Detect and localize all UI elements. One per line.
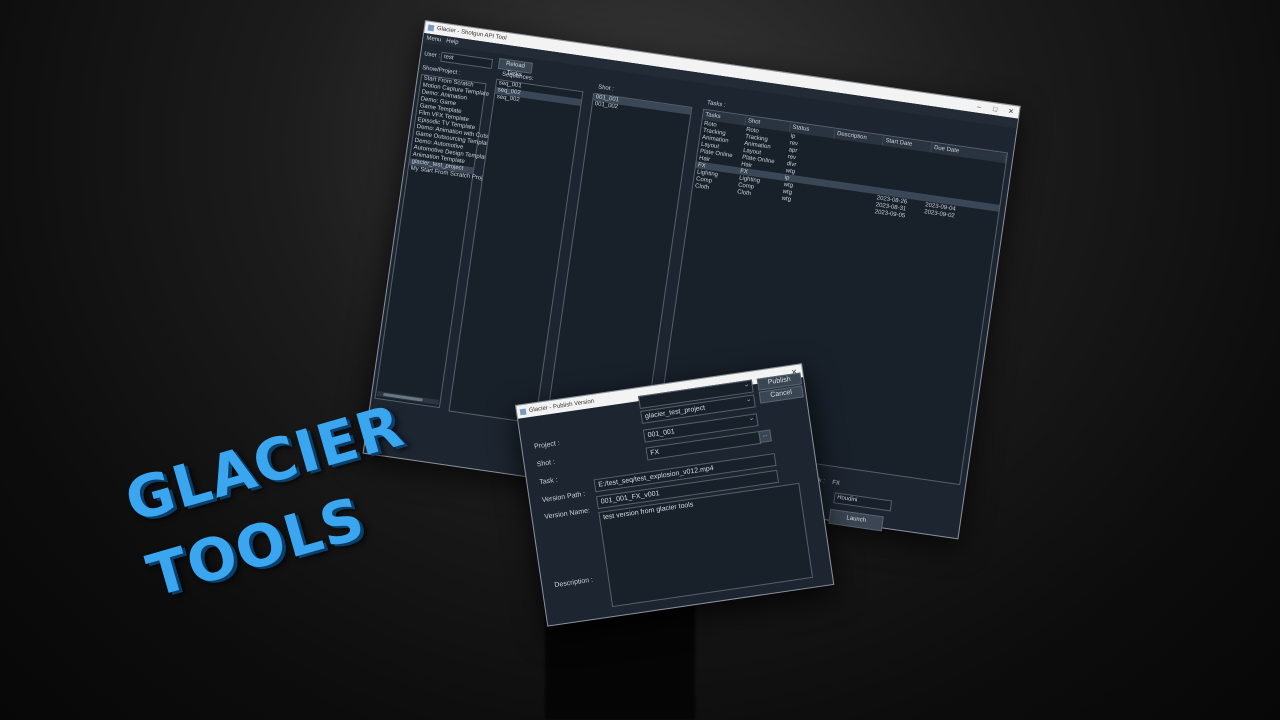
version-name-label: Version Name: <box>544 507 591 521</box>
launch-button[interactable]: Launch <box>828 508 884 532</box>
publish-dialog: Glacier - Publish Version ✕ Publish Canc… <box>515 363 835 627</box>
tasks-label: Tasks : <box>706 100 726 109</box>
current-task-value: FX <box>831 479 841 487</box>
task-label: Task : <box>538 476 559 487</box>
browse-button[interactable]: ... <box>758 429 772 444</box>
version-path-label: Version Path : <box>541 490 586 505</box>
description-label: Description : <box>553 576 594 590</box>
shot-label: Shot : <box>536 458 556 469</box>
menu-item-help[interactable]: Help <box>445 38 459 46</box>
minimize-icon[interactable]: – <box>976 103 982 111</box>
user-input[interactable]: test <box>440 51 494 70</box>
tasks-grid: Tasks Shot Status Description Start Date… <box>693 109 1007 233</box>
shot-label: Shot : <box>597 84 615 93</box>
close-icon[interactable]: ✕ <box>1007 108 1015 116</box>
app-icon <box>427 24 435 32</box>
menu-item-menu[interactable]: Menu <box>425 35 442 44</box>
maximize-icon[interactable]: □ <box>992 105 998 113</box>
project-label: Project : <box>533 439 561 451</box>
dialog-app-icon <box>519 408 527 415</box>
user-label: User : <box>423 51 441 60</box>
software-select[interactable]: Houdini <box>833 492 893 512</box>
